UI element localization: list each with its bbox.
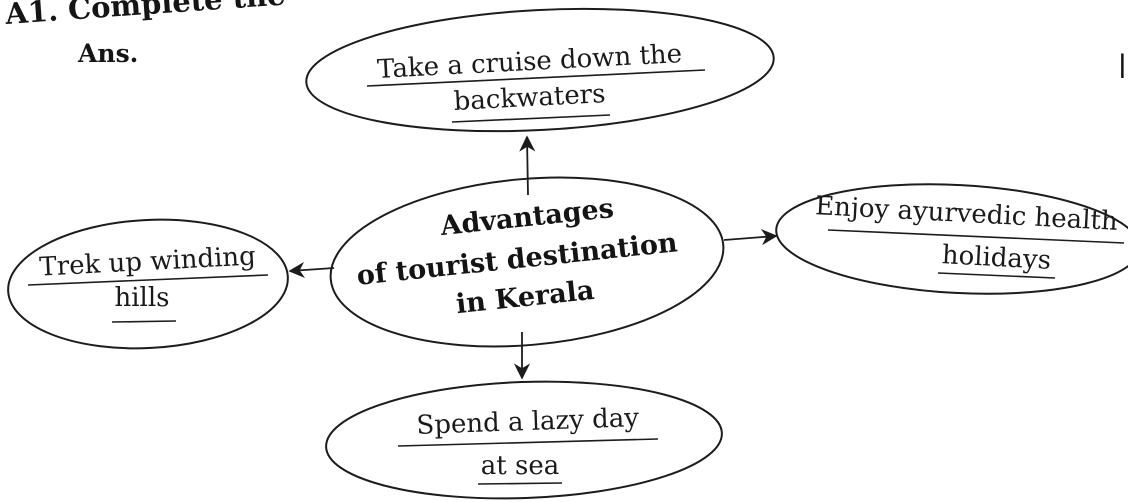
node-right: Enjoy ayurvedic health holidays bbox=[775, 183, 1128, 295]
node-center: Advantages of tourist destination in Ker… bbox=[329, 176, 725, 348]
node-top: Take a cruise down the backwaters bbox=[305, 7, 775, 133]
node-right-underline-2 bbox=[937, 272, 1056, 279]
node-right-line-1: Enjoy ayurvedic health bbox=[814, 191, 1118, 237]
center-line-3: in Kerala bbox=[454, 275, 595, 320]
question-heading: A1. Complete the bbox=[3, 0, 286, 31]
node-top-ellipse bbox=[305, 7, 775, 133]
node-bottom-underline-1 bbox=[397, 438, 659, 447]
node-bottom-ellipse bbox=[325, 380, 723, 500]
node-left-underline-1 bbox=[27, 274, 269, 286]
node-bottom-line-1: Spend a lazy day bbox=[416, 403, 640, 441]
node-right-line-2: holidays bbox=[941, 240, 1052, 276]
node-bottom-line-2: at sea bbox=[481, 451, 559, 481]
node-left-underline-2 bbox=[111, 320, 177, 323]
node-left-ellipse bbox=[7, 218, 289, 350]
node-bottom: Spend a lazy day at sea bbox=[325, 380, 723, 500]
node-bottom-underline-2 bbox=[477, 482, 563, 485]
node-right-underline-1 bbox=[827, 229, 1125, 244]
node-top-underline-1 bbox=[366, 69, 706, 87]
answer-label: Ans. bbox=[77, 39, 138, 68]
node-top-line-2: backwaters bbox=[453, 79, 606, 117]
node-center-ellipse bbox=[329, 176, 725, 348]
node-left-line-2: hills bbox=[114, 283, 169, 313]
arrow-center-to-top bbox=[519, 135, 536, 196]
center-line-1: Advantages bbox=[438, 193, 615, 242]
arrow-center-to-right bbox=[723, 229, 778, 246]
edge-glyph: | bbox=[1118, 49, 1127, 78]
node-left: Trek up winding hills bbox=[7, 218, 289, 350]
arrow-center-to-left bbox=[288, 261, 335, 279]
node-top-underline-2 bbox=[451, 114, 611, 123]
